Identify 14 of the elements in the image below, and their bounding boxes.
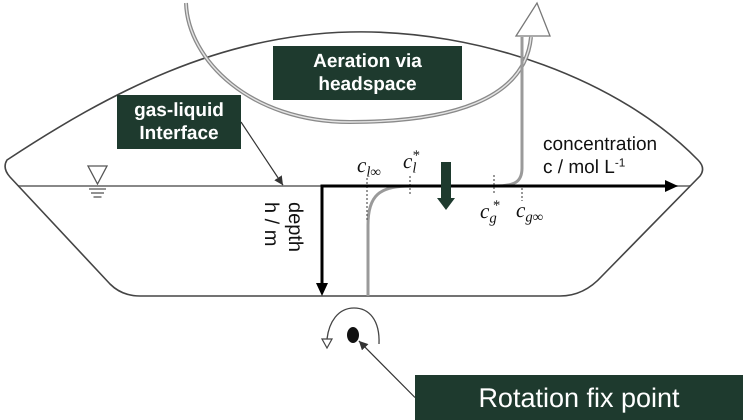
leader-arrow <box>240 122 284 186</box>
liquid-surface-line <box>18 185 690 187</box>
interface-label-box <box>117 95 241 149</box>
pivot-dot-icon <box>347 327 359 343</box>
leader-arrow <box>358 340 416 398</box>
aeration-label-box <box>273 46 462 100</box>
callout-text: Rotation fix point <box>478 382 680 414</box>
depth-axis-label: depth h / m <box>259 202 307 254</box>
concentration-symbol: c$_{g∞}$ <box>516 197 544 223</box>
concentration-symbol: c$_{l∞}$ <box>357 152 381 178</box>
concentration-axis-label: concentration c / mol L$^{-1}$ <box>543 133 658 179</box>
callout-text: gas-liquid Interface <box>133 99 225 145</box>
rotation-label-box <box>415 375 743 420</box>
callout-text: Aeration via headspace <box>312 50 423 96</box>
